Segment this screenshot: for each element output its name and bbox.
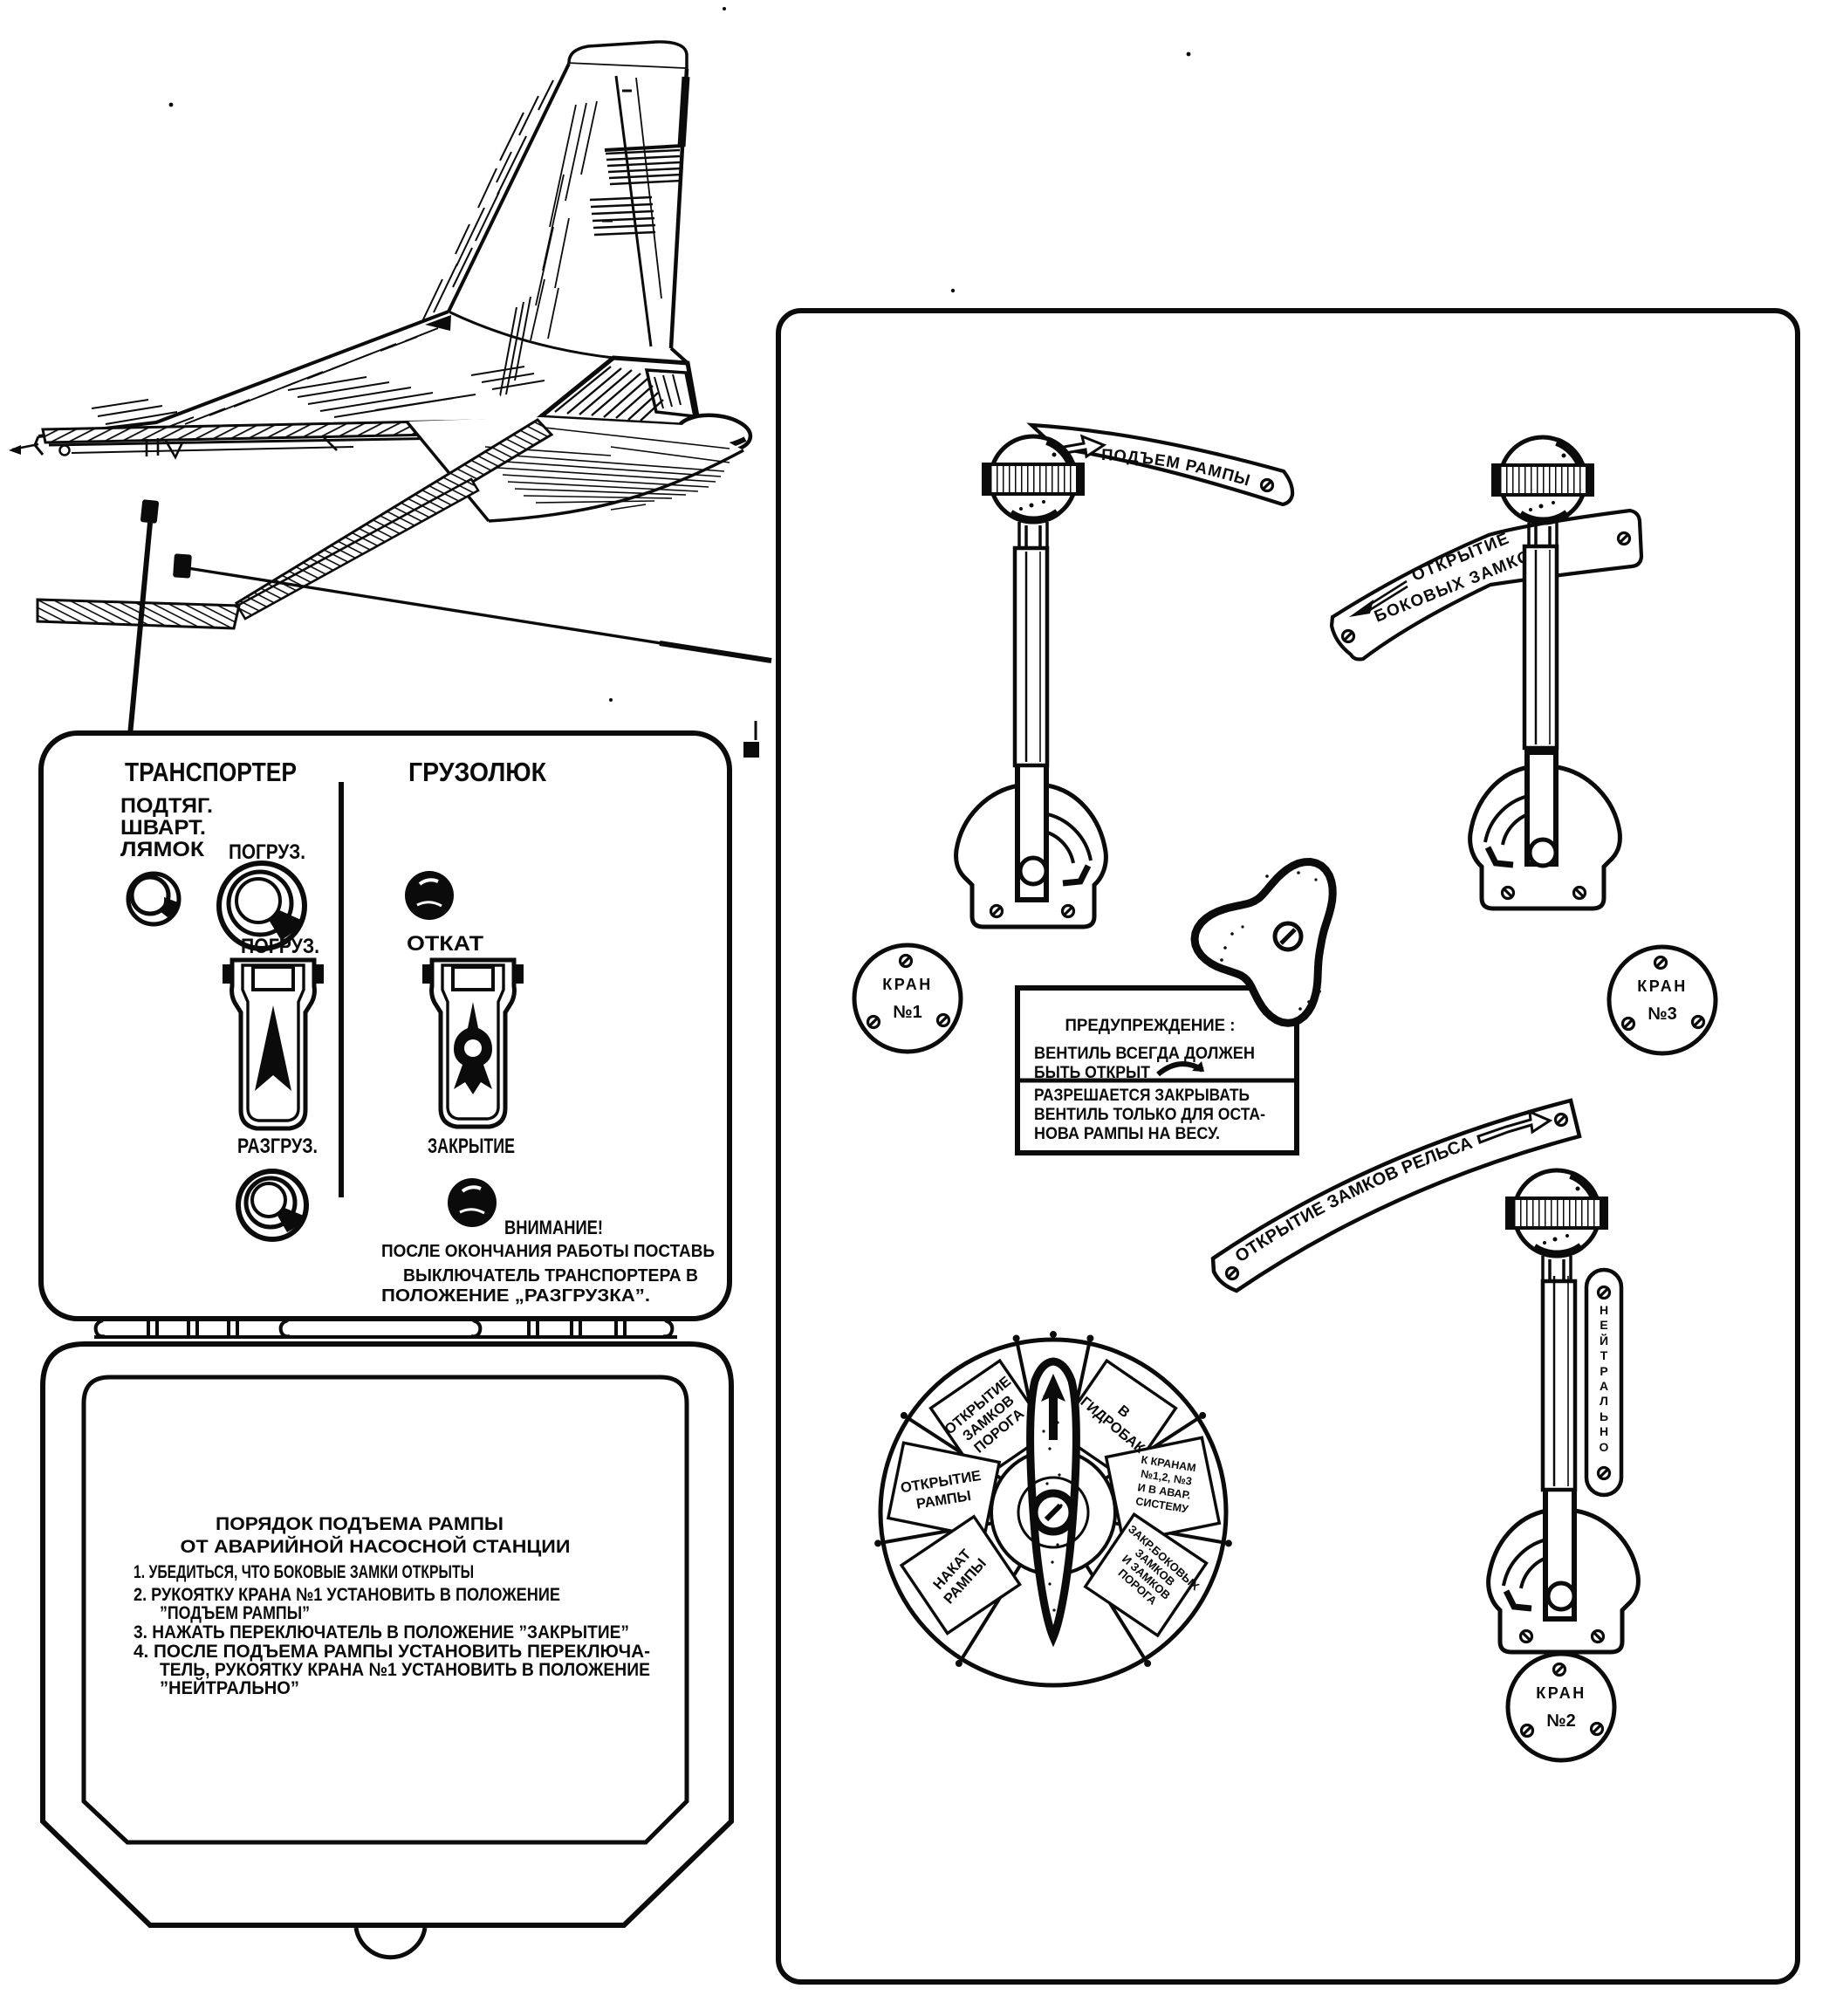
svg-text:№1: №1 [893, 1003, 921, 1022]
svg-text:ВЫКЛЮЧАТЕЛЬ ТРАНСПОРТЕРА В: ВЫКЛЮЧАТЕЛЬ ТРАНСПОРТЕРА В [403, 1265, 698, 1286]
svg-text:”ПОДЪЕМ РАМПЫ”: ”ПОДЪЕМ РАМПЫ” [160, 1603, 310, 1623]
svg-text:РАЗРЕШАЕТСЯ ЗАКРЫВАТЬ: РАЗРЕШАЕТСЯ ЗАКРЫВАТЬ [1034, 1086, 1250, 1105]
svg-text:Н: Н [1600, 1303, 1608, 1317]
svg-text:№2: №2 [1546, 1711, 1575, 1731]
svg-text:ВЕНТИЛЬ ВСЕГДА ДОЛЖЕН: ВЕНТИЛЬ ВСЕГДА ДОЛЖЕН [1034, 1044, 1255, 1063]
svg-text:”НЕЙТРАЛЬНО”: ”НЕЙТРАЛЬНО” [160, 1677, 299, 1698]
svg-text:ТЕЛЬ, РУКОЯТКУ КРАНА №1 УСТАНО: ТЕЛЬ, РУКОЯТКУ КРАНА №1 УСТАНОВИТЬ В ПОЛ… [160, 1660, 650, 1680]
svg-text:№3: №3 [1648, 1005, 1676, 1024]
svg-text:О: О [1600, 1440, 1609, 1454]
svg-text:А: А [1600, 1379, 1608, 1393]
svg-text:Н: Н [1600, 1424, 1608, 1438]
svg-text:ОТКАТ: ОТКАТ [407, 932, 483, 956]
svg-text:РАЗГРУЗ.: РАЗГРУЗ. [237, 1135, 318, 1158]
svg-text:ПОДТЯГ.: ПОДТЯГ. [120, 794, 213, 818]
svg-text:ПОГРУЗ.: ПОГРУЗ. [229, 840, 305, 864]
svg-text:2. РУКОЯТКУ КРАНА №1 УСТАНОВИТ: 2. РУКОЯТКУ КРАНА №1 УСТАНОВИТЬ В ПОЛОЖЕ… [134, 1585, 560, 1605]
svg-text:Ь: Ь [1600, 1409, 1608, 1423]
svg-text:ЛЯМОК: ЛЯМОК [120, 838, 204, 861]
svg-text:ПРЕДУПРЕЖДЕНИЕ :: ПРЕДУПРЕЖДЕНИЕ : [1065, 1017, 1236, 1035]
svg-text:ПОЛОЖЕНИЕ „РАЗГРУЗКА”.: ПОЛОЖЕНИЕ „РАЗГРУЗКА”. [381, 1286, 650, 1306]
svg-text:Е: Е [1600, 1318, 1607, 1332]
svg-text:ЗАКРЫТИЕ: ЗАКРЫТИЕ [428, 1135, 515, 1158]
svg-text:ПОСЛЕ ОКОНЧАНИЯ РАБОТЫ ПОСТАВЬ: ПОСЛЕ ОКОНЧАНИЯ РАБОТЫ ПОСТАВЬ [381, 1241, 715, 1261]
svg-text:БЫТЬ ОТКРЫТ: БЫТЬ ОТКРЫТ [1034, 1063, 1150, 1082]
svg-text:1. УБЕДИТЬСЯ, ЧТО БОКОВЫЕ ЗАМК: 1. УБЕДИТЬСЯ, ЧТО БОКОВЫЕ ЗАМКИ ОТКРЫТЫ [134, 1562, 474, 1582]
svg-text:ГРУЗОЛЮК: ГРУЗОЛЮК [408, 757, 546, 787]
svg-text:Т: Т [1600, 1348, 1608, 1362]
svg-text:ОТ АВАРИЙНОЙ НАСОСНОЙ СТАНЦИИ: ОТ АВАРИЙНОЙ НАСОСНОЙ СТАНЦИИ [181, 1536, 571, 1557]
svg-text:НОВА РАМПЫ НА ВЕСУ.: НОВА РАМПЫ НА ВЕСУ. [1034, 1124, 1220, 1143]
svg-text:4. ПОСЛЕ ПОДЪЕМА РАМПЫ УСТАНОВ: 4. ПОСЛЕ ПОДЪЕМА РАМПЫ УСТАНОВИТЬ ПЕРЕКЛ… [134, 1642, 650, 1662]
svg-text:ШВАРТ.: ШВАРТ. [120, 816, 206, 840]
svg-text:Л: Л [1600, 1394, 1608, 1408]
svg-text:ТРАНСПОРТЕР: ТРАНСПОРТЕР [125, 757, 297, 787]
svg-text:ПОРЯДОК ПОДЪЕМА РАМПЫ: ПОРЯДОК ПОДЪЕМА РАМПЫ [216, 1514, 504, 1534]
svg-text:ВЕНТИЛЬ ТОЛЬКО ДЛЯ ОСТА-: ВЕНТИЛЬ ТОЛЬКО ДЛЯ ОСТА- [1034, 1105, 1265, 1124]
svg-text:ВНИМАНИЕ!: ВНИМАНИЕ! [504, 1217, 603, 1238]
svg-text:Р: Р [1600, 1364, 1607, 1378]
svg-text:3. НАЖАТЬ ПЕРЕКЛЮЧАТЕЛЬ В ПОЛО: 3. НАЖАТЬ ПЕРЕКЛЮЧАТЕЛЬ В ПОЛОЖЕНИЕ ”ЗАК… [134, 1622, 629, 1642]
svg-text:Й: Й [1600, 1333, 1608, 1347]
